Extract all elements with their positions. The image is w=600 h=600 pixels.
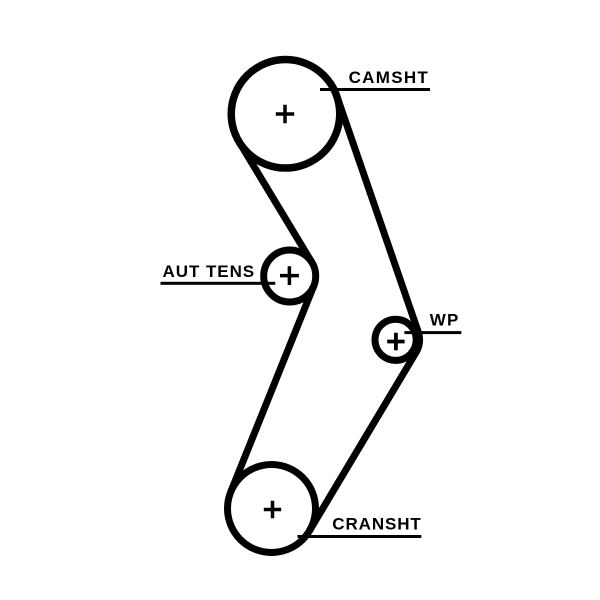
svg-text:CAMSHT: CAMSHT xyxy=(349,68,430,87)
svg-text:AUT TENS: AUT TENS xyxy=(163,262,256,281)
svg-text:CRANSHT: CRANSHT xyxy=(332,514,421,533)
svg-text:WP: WP xyxy=(430,311,460,330)
